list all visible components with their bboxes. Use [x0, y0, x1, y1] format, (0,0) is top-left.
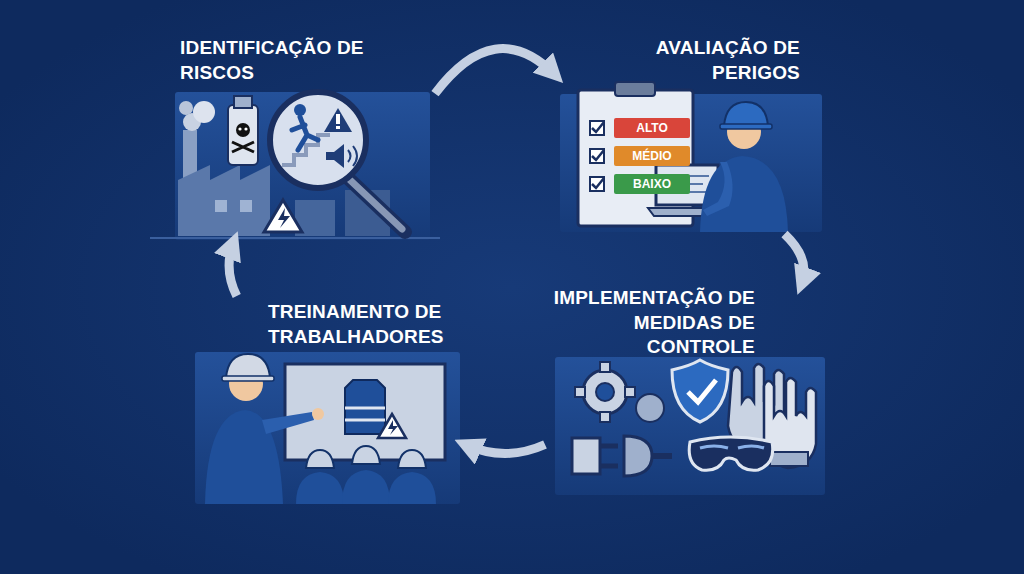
- step-heading: IMPLEMENTAÇÃO DE MEDIDAS DE CONTROLE: [545, 286, 755, 360]
- control-panel: [555, 357, 825, 495]
- risk-identification-step: IDENTIFICAÇÃO DE RISCOS: [170, 30, 435, 242]
- risk-panel: [150, 92, 440, 240]
- training-panel: [195, 352, 460, 504]
- step-heading: AVALIAÇÃO DE PERIGOS: [595, 36, 800, 85]
- cycle-arrow: [229, 242, 237, 296]
- worker-training-step: TREINAMENTO DE TRABALHADORES: [190, 296, 465, 508]
- hazard-evaluation-step: AVALIAÇÃO DE PERIGOS: [555, 30, 825, 234]
- step-heading: TREINAMENTO DE TRABALHADORES: [268, 300, 448, 349]
- risk-level-tag: MÉDIO: [614, 146, 690, 166]
- risk-level-tag: ALTO: [614, 118, 690, 138]
- cycle-arrow: [435, 49, 555, 94]
- evaluation-panel: [560, 82, 822, 232]
- cycle-arrow: [785, 234, 805, 284]
- cycle-arrow: [465, 444, 545, 453]
- risk-level-tag: BAIXO: [614, 174, 690, 194]
- control-measures-step: IMPLEMENTAÇÃO DE MEDIDAS DE CONTROLE: [545, 284, 830, 498]
- step-heading: IDENTIFICAÇÃO DE RISCOS: [180, 36, 380, 85]
